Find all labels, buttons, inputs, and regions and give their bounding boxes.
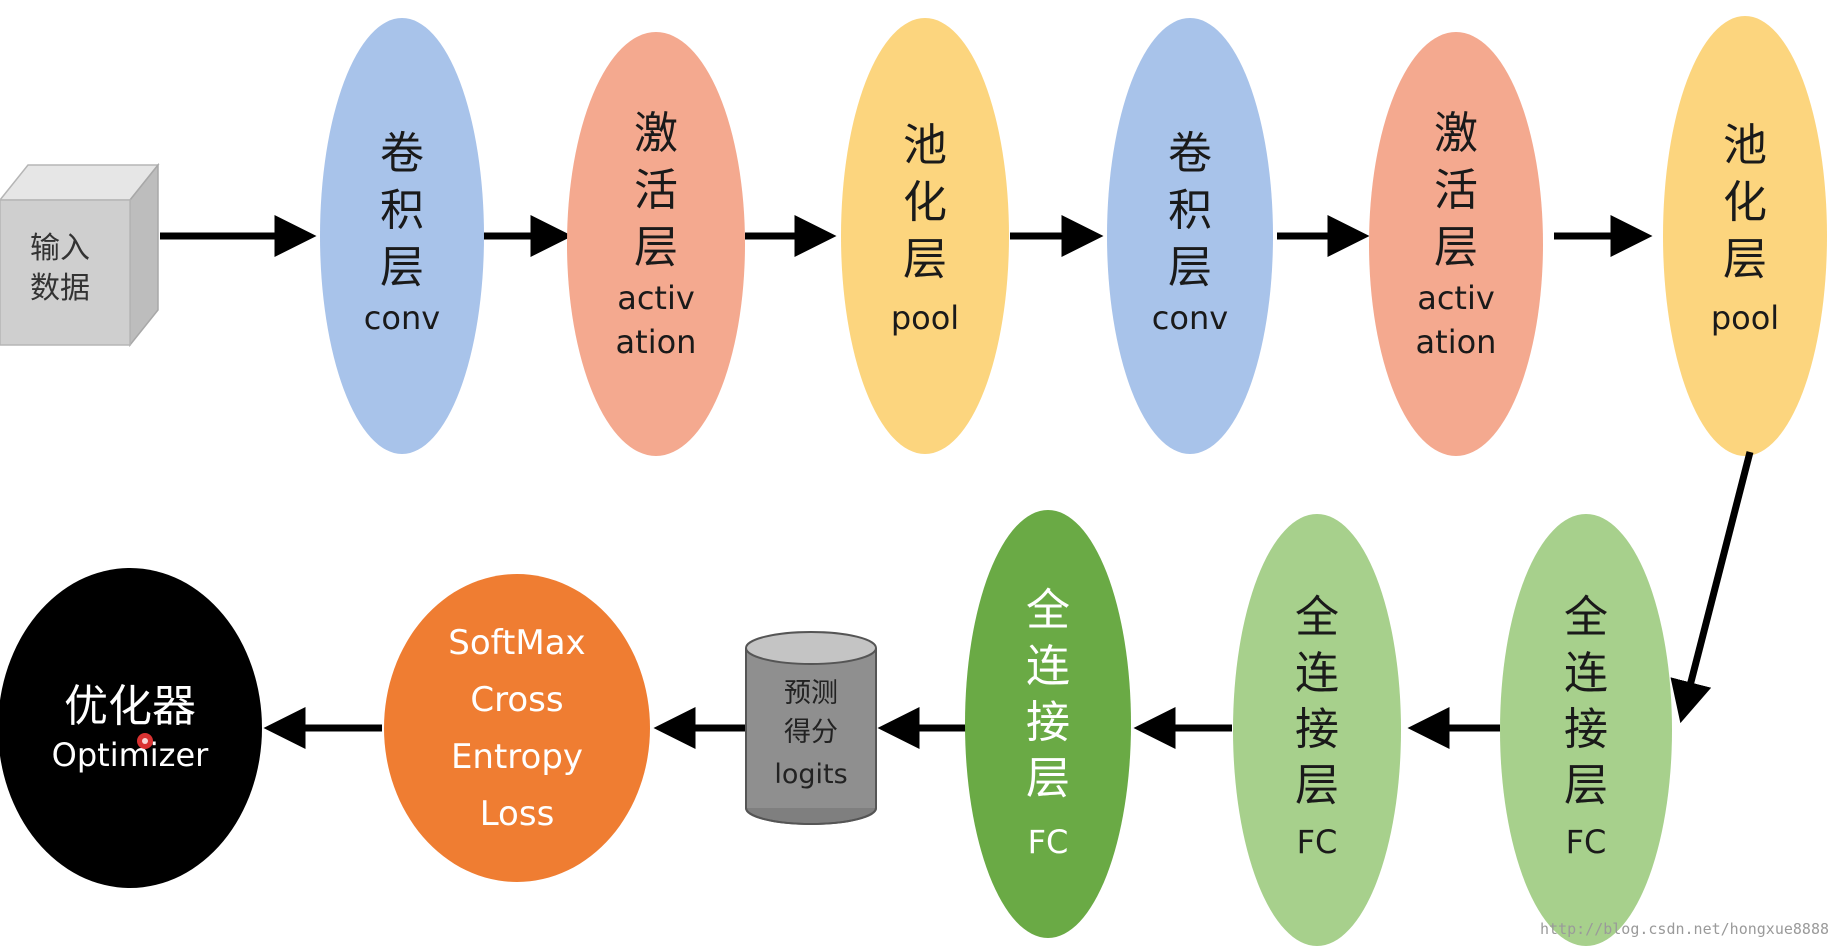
watermark: http://blog.csdn.net/hongxue8888 [1540, 920, 1829, 938]
fc1-cn-3: 接 [1564, 704, 1608, 755]
fc1-cn-2: 连 [1564, 648, 1608, 699]
pool1-cn-1: 池 [903, 120, 947, 171]
fc3-cn-1: 全 [1026, 585, 1070, 636]
fc2-cn-2: 连 [1295, 648, 1339, 699]
fc3-cn-2: 连 [1026, 641, 1070, 692]
fc-layer-1 [1500, 514, 1672, 946]
fc1-en: FC [1566, 823, 1607, 861]
fc2-cn-1: 全 [1295, 592, 1339, 643]
act1-en-1: activ [617, 279, 695, 317]
fc2-en: FC [1297, 823, 1338, 861]
top-row-layers [320, 16, 1827, 456]
pool2-en: pool [1711, 299, 1779, 337]
act1-cn-2: 活 [634, 165, 678, 216]
softmax-line-3: Entropy [451, 737, 583, 777]
conv2-en: conv [1152, 299, 1228, 337]
fc-layer-2 [1233, 514, 1401, 946]
fc-labels: 全 连 接 层 FC 全 连 接 层 FC 全 连 接 层 FC [1026, 585, 1608, 861]
activation-layer-1 [567, 32, 745, 456]
act1-cn-1: 激 [634, 108, 678, 159]
act2-en-2: ation [1416, 323, 1497, 361]
fc3-cn-3: 接 [1026, 697, 1070, 748]
fc3-en: FC [1028, 823, 1069, 861]
fc2-cn-4: 层 [1295, 760, 1339, 811]
pool2-cn-3: 层 [1723, 234, 1767, 285]
top-row-labels: 卷 积 层 conv 激 活 层 activ ation 池 化 层 pool … [364, 108, 1779, 361]
softmax-line-2: Cross [470, 680, 563, 720]
act1-cn-3: 层 [634, 222, 678, 273]
optimizer-node: 优化器 Optimizer [0, 568, 262, 888]
logits-en: logits [774, 759, 847, 790]
softmax-loss-node: SoftMax Cross Entropy Loss [384, 574, 650, 882]
pool1-cn-2: 化 [903, 177, 947, 228]
pool1-cn-3: 层 [903, 234, 947, 285]
pool-layer-2 [1663, 16, 1827, 456]
softmax-line-4: Loss [480, 794, 555, 834]
input-label-line2: 数据 [30, 271, 90, 306]
conv1-cn-3: 层 [380, 242, 424, 293]
conv-layer-1 [320, 18, 484, 454]
act2-cn-2: 活 [1434, 165, 1478, 216]
optimizer-en: Optimizer [52, 736, 209, 774]
activation-layer-2 [1369, 32, 1543, 456]
conv2-cn-2: 积 [1168, 185, 1212, 236]
softmax-line-1: SoftMax [448, 623, 585, 663]
pool2-cn-1: 池 [1723, 120, 1767, 171]
pool2-cn-2: 化 [1723, 177, 1767, 228]
fc3-cn-4: 层 [1026, 753, 1070, 804]
pool1-en: pool [891, 299, 959, 337]
logits-cylinder: 预测 得分 logits [745, 631, 877, 825]
pool-layer-1 [841, 18, 1009, 454]
conv2-cn-3: 层 [1168, 242, 1212, 293]
logits-cn-1: 预测 [784, 678, 838, 709]
input-data-box: 输入 数据 [0, 162, 160, 348]
arrow-pool2-to-fc1 [1670, 451, 1754, 724]
act2-cn-3: 层 [1434, 222, 1478, 273]
input-label-line1: 输入 [30, 231, 90, 266]
fc-layers [965, 510, 1672, 946]
fc1-cn-4: 层 [1564, 760, 1608, 811]
act2-en-1: activ [1417, 279, 1495, 317]
fc2-cn-3: 接 [1295, 704, 1339, 755]
conv1-cn-1: 卷 [380, 128, 424, 179]
fc1-cn-1: 全 [1564, 592, 1608, 643]
conv-layer-2 [1107, 18, 1273, 454]
conv2-cn-1: 卷 [1168, 128, 1212, 179]
conv1-en: conv [364, 299, 440, 337]
act1-en-2: ation [616, 323, 697, 361]
conv1-cn-2: 积 [380, 185, 424, 236]
logits-cn-2: 得分 [784, 717, 838, 748]
optimizer-cn: 优化器 [64, 681, 196, 732]
fc-layer-3 [965, 510, 1131, 938]
act2-cn-1: 激 [1434, 108, 1478, 159]
